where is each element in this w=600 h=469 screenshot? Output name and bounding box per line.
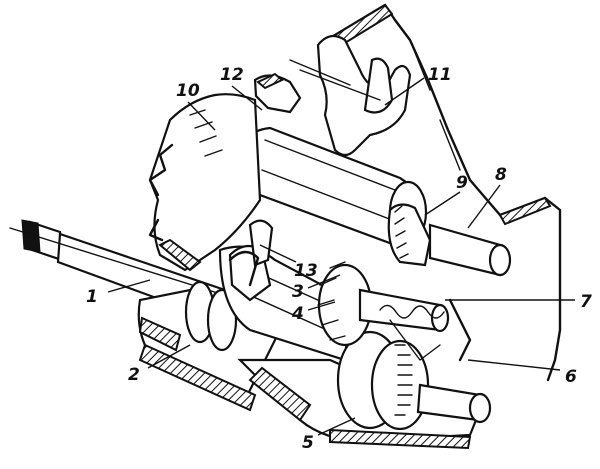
svg-text:13: 13 [294, 261, 318, 281]
lower-housing [237, 330, 482, 450]
callout-9: 9 [424, 173, 468, 216]
callout-8: 8 [467, 165, 507, 229]
svg-text:10: 10 [176, 81, 200, 101]
svg-text:1: 1 [86, 287, 98, 307]
return-spring [379, 298, 472, 362]
housing-frame [328, 3, 562, 382]
svg-text:6: 6 [565, 367, 577, 387]
callout-2: 2 [128, 344, 191, 385]
callout-7: 7 [445, 292, 592, 312]
callout-5: 5 [302, 417, 356, 453]
top-ribbed-component [253, 72, 302, 114]
svg-text:12: 12 [220, 65, 244, 85]
shift-lever [228, 219, 274, 287]
svg-text:8: 8 [495, 165, 507, 185]
svg-text:5: 5 [302, 433, 314, 453]
svg-text:4: 4 [291, 304, 304, 324]
callout-1: 1 [86, 279, 151, 307]
callout-10: 10 [176, 81, 216, 131]
svg-text:9: 9 [456, 173, 468, 193]
callout-11: 11 [384, 65, 452, 106]
output-shaft [416, 383, 492, 424]
pinion-gear [387, 203, 512, 277]
shift-fork-upper [289, 34, 412, 157]
callouts: 1 2 3 4 5 6 7 8 [86, 65, 592, 453]
callout-6: 6 [467, 359, 577, 387]
callout-13: 13 [259, 244, 318, 281]
svg-text:7: 7 [580, 292, 592, 312]
intermediate-gear [317, 261, 450, 347]
svg-text:3: 3 [292, 282, 304, 302]
callout-4: 4 [291, 301, 336, 324]
callout-12: 12 [220, 65, 263, 111]
callout-3: 3 [292, 274, 341, 302]
svg-text:2: 2 [128, 365, 140, 385]
svg-text:11: 11 [428, 65, 452, 85]
